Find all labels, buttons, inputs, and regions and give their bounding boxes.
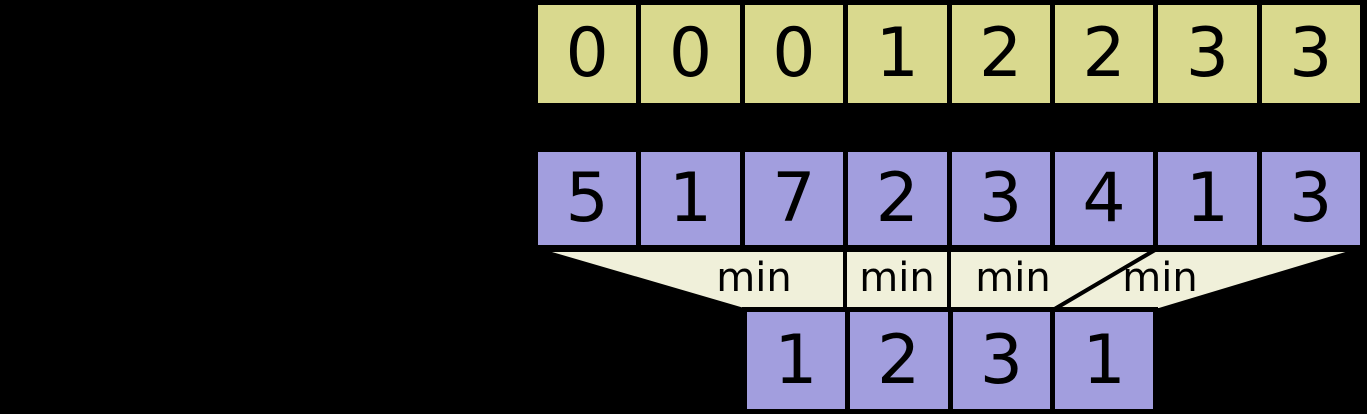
input-array-row: 5 1 7 2 3 4 1 3	[533, 147, 1365, 250]
array-cell: 4	[1054, 152, 1154, 245]
min-operation-label: min	[1122, 255, 1198, 301]
block-min-cell: 3	[952, 312, 1051, 409]
min-operation-label: min	[975, 255, 1051, 301]
array-cell: 7	[744, 152, 844, 245]
array-cell: 3	[951, 152, 1050, 245]
min-funnel-region-4	[1045, 248, 1360, 312]
min-operation-label: min	[716, 255, 792, 301]
block-index-cell: 0	[744, 5, 844, 103]
block-index-cell: 0	[641, 5, 740, 103]
min-operation-label: min	[859, 255, 935, 301]
block-min-cell: 1	[1055, 312, 1153, 409]
block-index-cell: 2	[951, 5, 1050, 103]
array-cell: 1	[641, 152, 740, 245]
block-index-cell: 3	[1261, 5, 1360, 103]
block-minimum-row: 1 2 3 1	[742, 307, 1158, 414]
block-index-row: 0 0 0 1 2 2 3 3	[533, 0, 1365, 108]
block-index-cell: 0	[538, 5, 637, 103]
block-min-cell: 2	[849, 312, 948, 409]
array-cell: 2	[848, 152, 947, 245]
block-index-cell: 3	[1158, 5, 1257, 103]
block-min-cell: 1	[747, 312, 845, 409]
block-index-cell: 2	[1054, 5, 1154, 103]
block-index-cell: 1	[848, 5, 947, 103]
array-cell: 3	[1261, 152, 1360, 245]
array-cell: 1	[1158, 152, 1257, 245]
array-cell: 5	[538, 152, 637, 245]
